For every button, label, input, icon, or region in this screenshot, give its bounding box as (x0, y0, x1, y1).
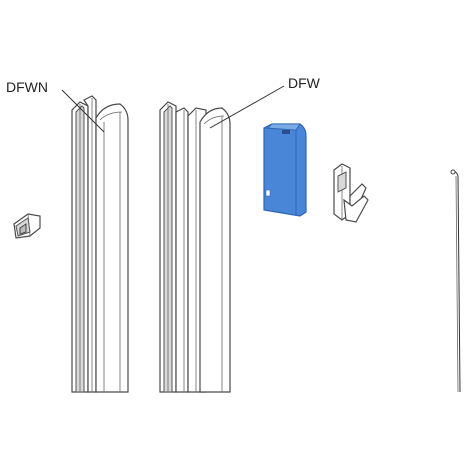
hinge-hook-part (333, 163, 369, 223)
label-dfw-callout: DFW (209, 75, 321, 129)
wall-clip-bracket (13, 213, 41, 239)
dfw-seal-profile (187, 107, 231, 393)
dfw-channel-profile (159, 101, 189, 393)
dfw-profile-assembly (159, 101, 231, 393)
label-dfwn-callout: DFWN (6, 79, 105, 133)
dfwn-profile-assembly (71, 95, 129, 393)
tension-rod (450, 169, 461, 393)
label-dfw: DFW (288, 75, 321, 91)
highlighted-end-cap (263, 123, 307, 217)
leader-line-dfw (209, 85, 285, 129)
dfwn-seal-profile (95, 103, 129, 393)
label-dfwn: DFWN (6, 79, 48, 95)
dfwn-channel-profile (71, 95, 97, 393)
leader-line-dfwn (61, 89, 105, 133)
